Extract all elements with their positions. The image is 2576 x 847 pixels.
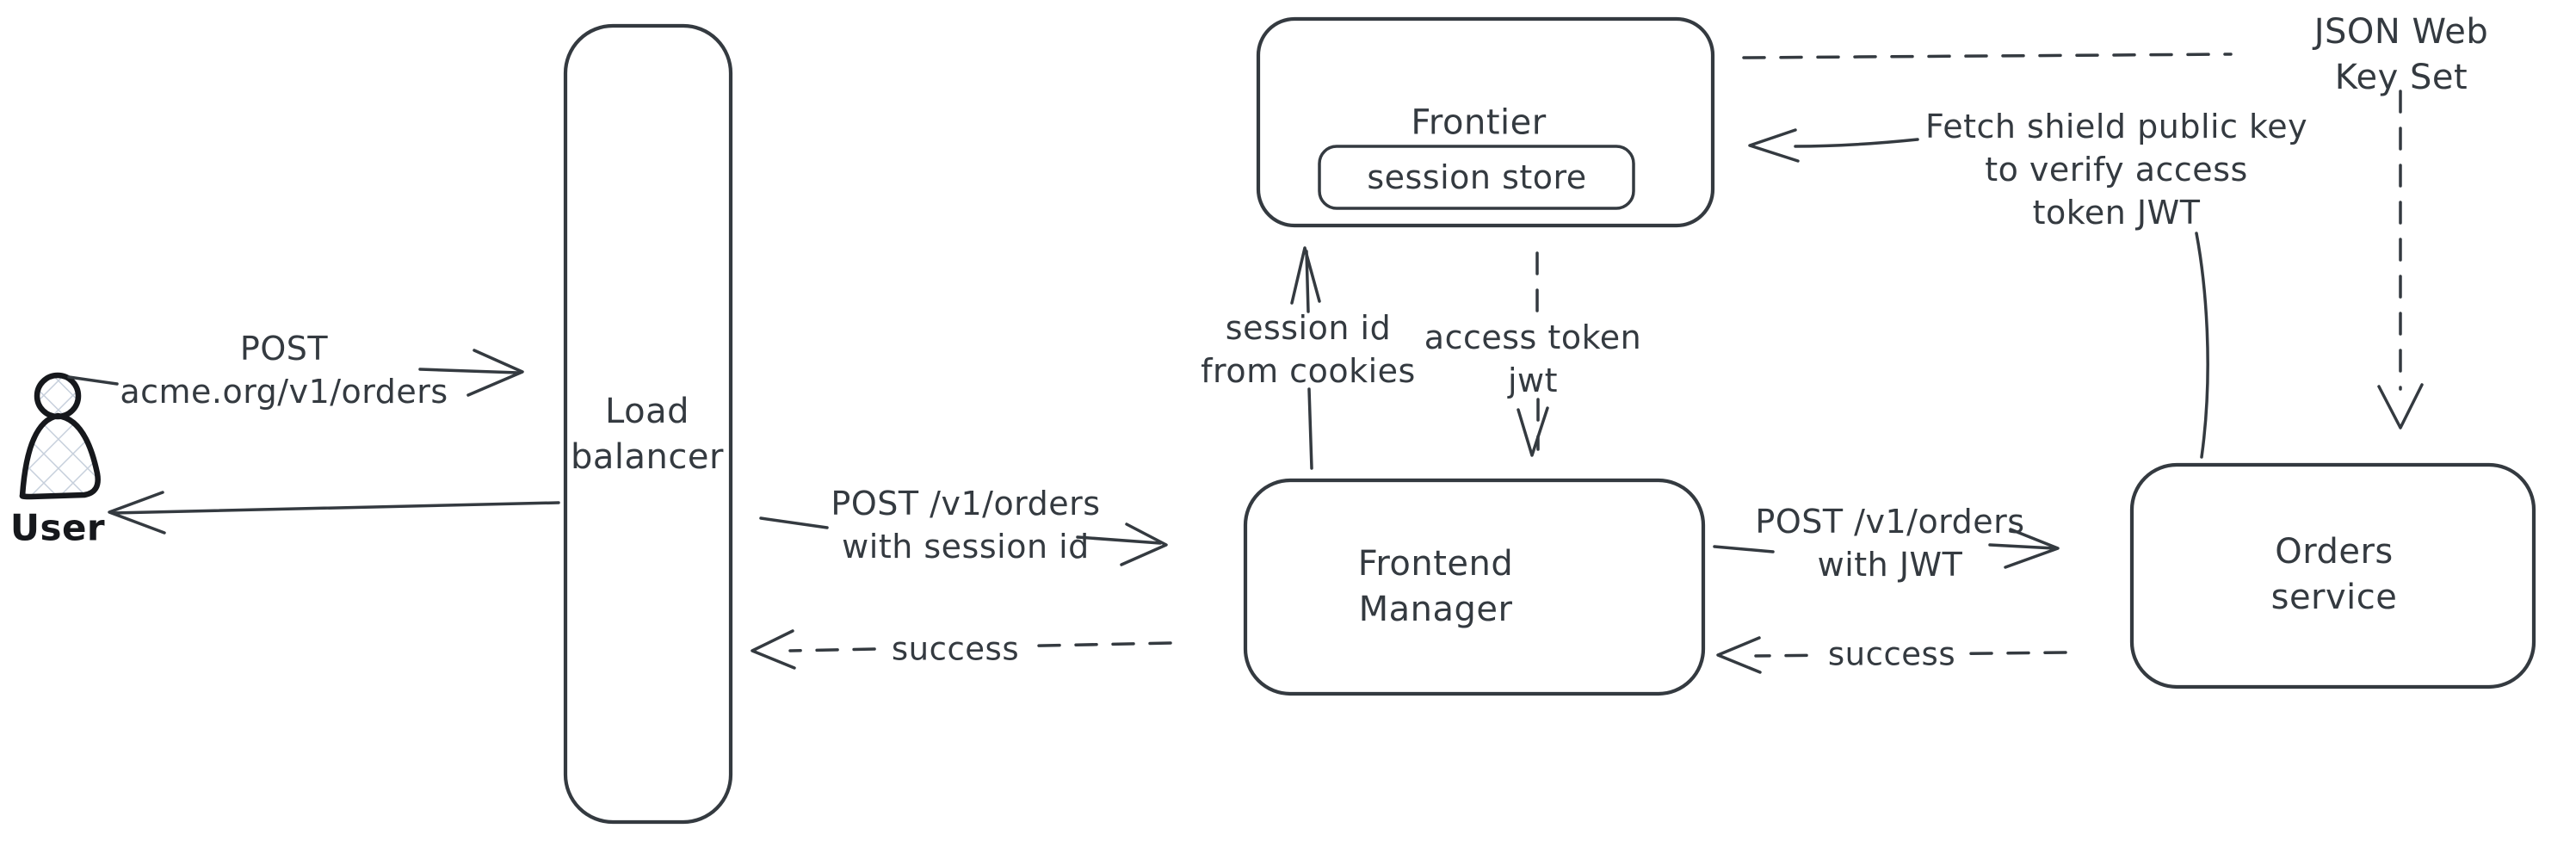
arrow-load-balancer-to-user — [108, 491, 560, 535]
arrow-shaft — [1988, 543, 2056, 550]
arrow-shaft — [1794, 138, 1919, 148]
arrow-shaft — [418, 368, 520, 374]
line-frontier-to-jwks — [1742, 53, 2233, 59]
edge-label-frontend-manager-to-load-balancer: success — [879, 627, 1032, 673]
arrowhead — [1290, 246, 1321, 305]
arrowhead — [1120, 522, 1168, 566]
frontier-label: Frontier — [1411, 102, 1547, 143]
arrowhead — [2377, 383, 2424, 430]
arrowhead — [1517, 406, 1549, 457]
arrow-load-balancer-to-frontend-manager — [759, 516, 1168, 566]
edge-label-user-to-load-balancer: POST acme.org/v1/orders — [120, 329, 448, 411]
edge-label-orders-service-to-frontend-manager: success — [1815, 632, 1968, 678]
edge-label-frontier-to-frontend-manager: access token jwt — [1424, 318, 1642, 399]
edge-label-frontend-manager-to-orders-service: POST /v1/orders with JWT — [1755, 502, 2025, 584]
arrow-shaft — [67, 375, 119, 386]
arrow-shaft — [1742, 53, 2233, 59]
orders-service-label: Orders service — [2270, 532, 2398, 617]
arrowhead — [2004, 528, 2060, 569]
arrow-shaft — [1307, 387, 1313, 470]
arrow-jwks-to-orders-service — [2377, 90, 2424, 430]
user-icon-head — [34, 372, 82, 420]
arrowhead — [466, 349, 524, 397]
user-label: User — [9, 506, 106, 549]
user-icon — [19, 372, 101, 500]
arrowhead — [1748, 128, 1800, 163]
arrow-shaft — [1076, 535, 1162, 545]
frontier-node — [1256, 16, 1715, 228]
frontend-manager-label: Frontend Manager — [1357, 544, 1514, 629]
arrowhead — [1716, 636, 1762, 674]
arrow-frontend-manager-to-frontier — [1290, 246, 1321, 470]
arrowhead — [751, 629, 796, 670]
load-balancer-label: Load balancer — [571, 392, 724, 477]
session-store-label: session store — [1367, 158, 1587, 196]
orders-service-node — [2129, 462, 2536, 689]
frontend-manager-node — [1243, 478, 1706, 696]
arrow-shaft — [759, 516, 829, 529]
edge-label-load-balancer-to-frontend-manager: POST /v1/orders with session id — [831, 484, 1101, 566]
edge-label-orders-service-to-frontier: Fetch shield public key to verify access… — [1924, 107, 2308, 232]
load-balancer-node — [563, 23, 733, 825]
arrow-shaft — [2195, 232, 2209, 459]
session-store-node — [1318, 145, 1635, 210]
arrow-user-to-load-balancer — [67, 349, 524, 397]
arrow-shaft — [111, 501, 560, 515]
arrow-orders-service-to-frontier — [1748, 128, 2209, 459]
arrow-shaft — [1713, 545, 1775, 553]
arrow-frontier-to-frontend-manager — [1517, 251, 1549, 457]
jwks-label: JSON Web Key Set — [2313, 12, 2489, 97]
user-icon-body — [19, 412, 101, 500]
arrow-shaft — [1305, 250, 1310, 313]
arrowhead — [108, 491, 166, 535]
edge-label-frontend-manager-to-frontier: session id from cookies — [1201, 308, 1416, 390]
arrow-frontend-manager-to-orders-service — [1713, 528, 2060, 569]
